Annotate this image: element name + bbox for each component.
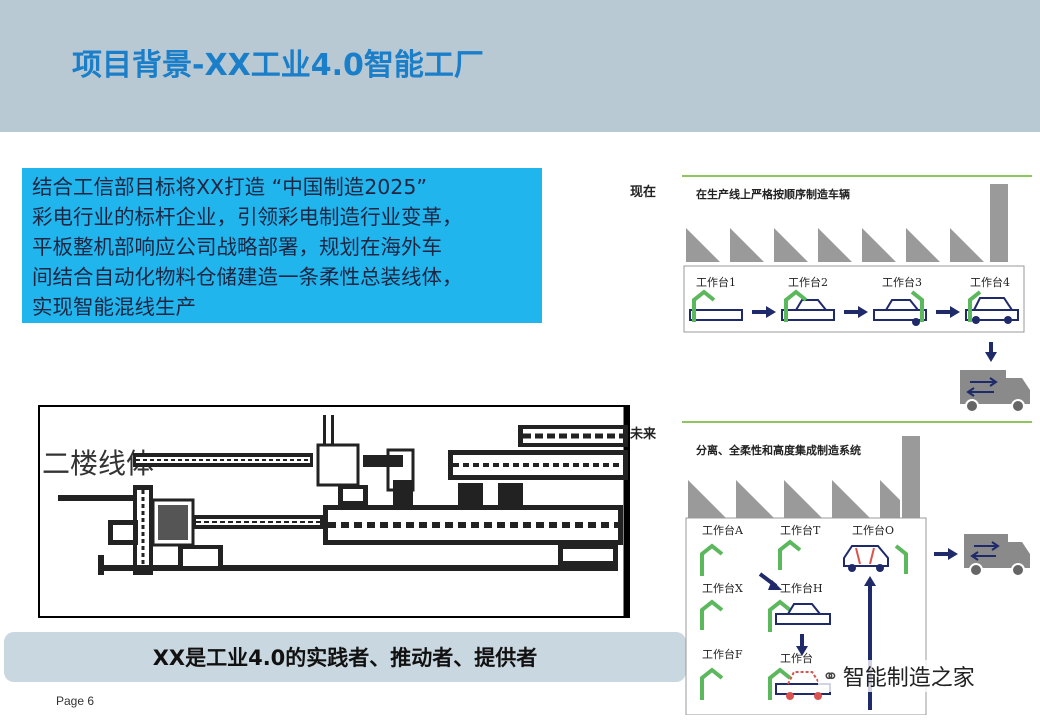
station-4: 工作台4 bbox=[965, 275, 1019, 324]
station-label: 工作台1 bbox=[696, 275, 736, 289]
station-label: 工作台H bbox=[780, 581, 823, 595]
callout-line: 彩电行业的标杆企业，引领彩电制造行业变革， bbox=[32, 205, 463, 229]
station-x: 工作台X bbox=[700, 581, 743, 630]
station-h: 工作台H bbox=[768, 581, 831, 632]
truck-icon bbox=[960, 370, 1030, 413]
station-t: 工作台T bbox=[778, 523, 821, 570]
page-number: Page 6 bbox=[56, 694, 95, 708]
truck-icon bbox=[964, 534, 1030, 577]
station-label: 工作台2 bbox=[788, 275, 828, 289]
callout-line: 结合工信部目标将XX打造 “中国制造2025” bbox=[32, 175, 428, 199]
station-label: 工作台T bbox=[780, 523, 821, 537]
watermark-text: 智能制造之家 bbox=[842, 666, 975, 691]
current-title: 在生产线上严格按顺序制造车辆 bbox=[696, 187, 850, 201]
station-assembly: 工作台 bbox=[768, 651, 831, 700]
floor-plan-image: 二楼线体 bbox=[38, 405, 630, 618]
station-label: 工作台A bbox=[702, 523, 744, 537]
station-3: 工作台3 bbox=[873, 275, 927, 326]
station-f: 工作台F bbox=[700, 647, 743, 700]
page-title: 项目背景-XX工业4.0智能工厂 bbox=[72, 48, 484, 83]
station-1: 工作台1 bbox=[689, 275, 743, 322]
station-a: 工作台A bbox=[700, 523, 744, 576]
watermark: ⚭ 智能制造之家 bbox=[818, 660, 979, 692]
station-label: 工作台F bbox=[702, 647, 743, 661]
future-title: 分离、全柔性和高度集成制造系统 bbox=[696, 443, 861, 457]
callout-line: 间结合自动化物料仓储建造一条柔性总装线体， bbox=[32, 265, 463, 289]
station-label: 工作台O bbox=[852, 523, 894, 537]
wechat-icon: ⚭ bbox=[822, 664, 839, 688]
header-banner bbox=[0, 0, 1040, 132]
current-label: 现在 bbox=[630, 184, 656, 200]
manufacturing-diagram: 现在 在生产线上严格按顺序制造车辆 工作台1 工作台2 工作台3 bbox=[629, 170, 1035, 716]
station-label: 工作台X bbox=[702, 581, 743, 595]
callout-line: 实现智能混线生产 bbox=[32, 295, 196, 319]
callout-line: 平板整机部响应公司战略部署，规划在海外车 bbox=[32, 235, 442, 259]
future-label: 未来 bbox=[630, 426, 657, 442]
station-o: 工作台O bbox=[843, 523, 908, 574]
station-2: 工作台2 bbox=[781, 275, 835, 322]
slogan-bar: XX是工业4.0的实践者、推动者、提供者 bbox=[4, 632, 686, 682]
station-label: 工作台4 bbox=[970, 275, 1010, 289]
station-label: 工作台 bbox=[780, 651, 813, 665]
background-callout: 结合工信部目标将XX打造 “中国制造2025” 彩电行业的标杆企业，引领彩电制造… bbox=[22, 168, 542, 323]
station-label: 工作台3 bbox=[882, 275, 922, 289]
